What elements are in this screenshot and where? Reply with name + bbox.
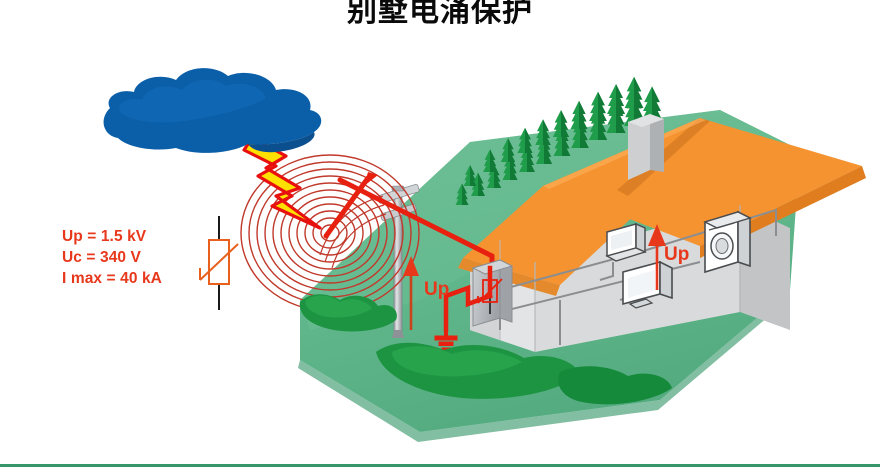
up-label-incoming: Up xyxy=(424,279,450,300)
conifer-tree-row xyxy=(455,76,663,205)
chimney xyxy=(628,114,664,180)
storm-cloud xyxy=(103,68,322,153)
spec-up-value: Up = 1.5 kV xyxy=(62,228,147,245)
page-title: 别墅电涌保护 xyxy=(347,0,533,28)
footer-divider xyxy=(0,464,880,467)
computer-monitor-icon xyxy=(605,222,647,262)
protective-conductor xyxy=(443,265,493,333)
washing-machine-icon xyxy=(703,210,752,274)
spd-distribution-box xyxy=(471,259,514,327)
hedge-row xyxy=(299,294,672,405)
up-arrow-left xyxy=(403,256,419,330)
spec-uc-value: Uc = 340 V xyxy=(62,249,141,266)
lightning-bolt xyxy=(242,136,322,230)
varistor-symbol-legend xyxy=(199,216,239,310)
up-arrow-right xyxy=(648,224,666,290)
up-label-indoor: Up xyxy=(664,244,690,265)
television-icon xyxy=(622,260,673,309)
spec-imax-value: I max = 40 kA xyxy=(62,270,162,287)
